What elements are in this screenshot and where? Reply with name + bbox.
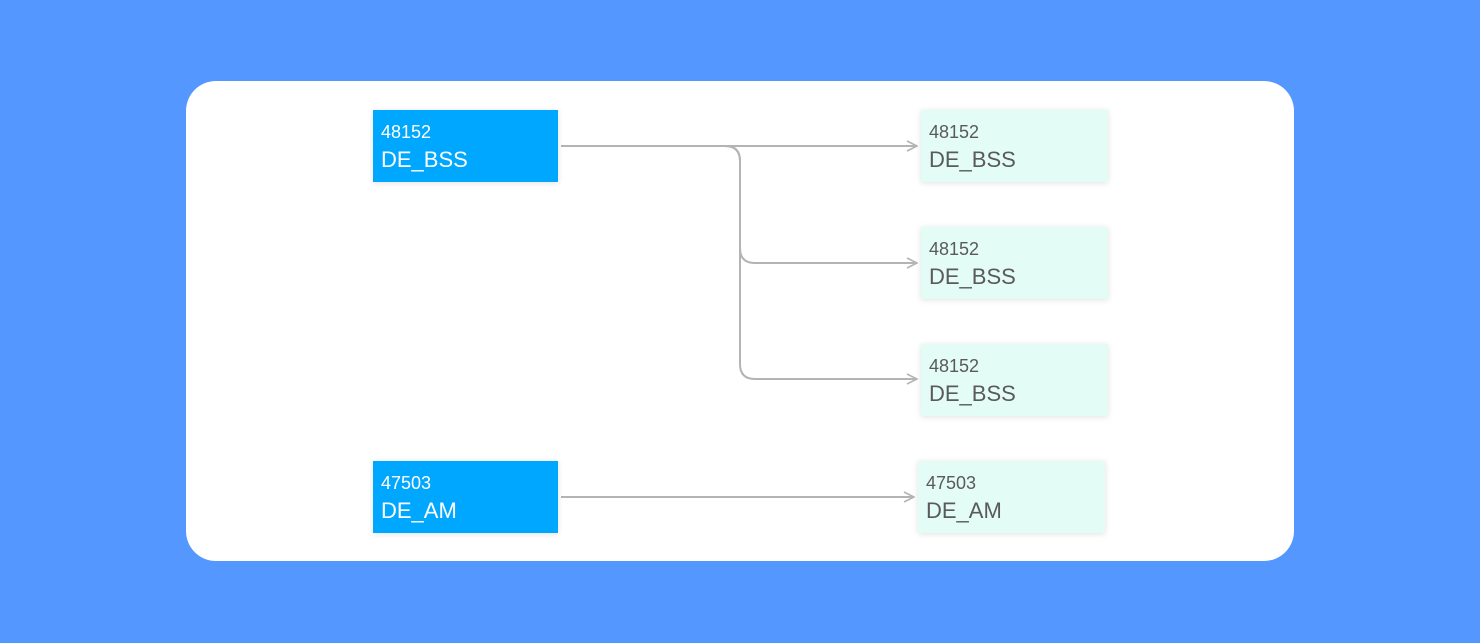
target-node-48152-bottom[interactable]: 48152 DE_BSS [921,344,1108,416]
node-name: DE_BSS [929,381,1016,406]
edge-source-0-target-2 [561,145,917,379]
node-name: DE_AM [926,498,1002,523]
node-id: 47503 [381,473,432,493]
connector-layer [561,81,1294,561]
node-id: 48152 [929,122,980,142]
diagram-card: 48152 DE_BSS 47503 DE_AM 48152 DE_BSS 48… [186,81,1294,561]
node-name: DE_BSS [381,147,468,172]
node-name: DE_BSS [929,147,1016,172]
node-name: DE_AM [381,498,457,523]
target-node-48152-middle[interactable]: 48152 DE_BSS [921,227,1108,299]
node-id: 48152 [929,356,980,376]
source-node-48152[interactable]: 48152 DE_BSS [373,110,558,182]
target-node-48152-top[interactable]: 48152 DE_BSS [921,110,1108,182]
source-node-47503[interactable]: 47503 DE_AM [373,461,558,533]
target-node-47503[interactable]: 47503 DE_AM [918,461,1105,533]
node-id: 48152 [929,239,980,259]
node-id: 47503 [926,473,977,493]
node-name: DE_BSS [929,264,1016,289]
node-id: 48152 [381,122,432,142]
